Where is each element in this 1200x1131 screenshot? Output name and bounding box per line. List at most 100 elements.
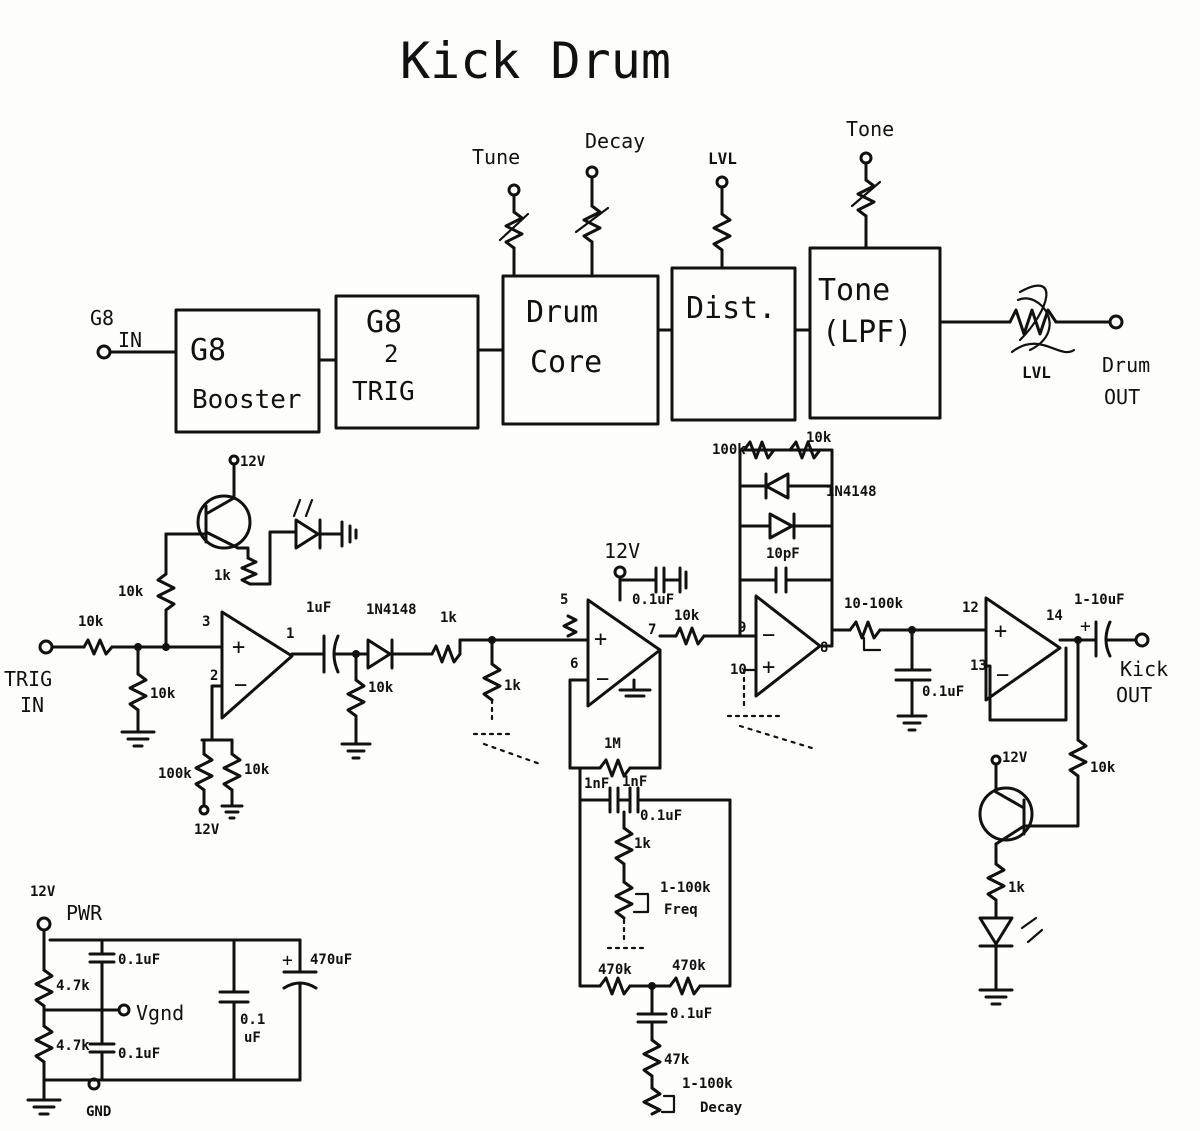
block-tone-line1: Tone <box>818 273 890 308</box>
out-lvl-label: LVL <box>1022 363 1051 382</box>
block-trig-line2: 2 <box>384 340 398 368</box>
knob-decay-label: Decay <box>585 129 645 153</box>
pwr-label: PWR <box>66 901 103 925</box>
trig-in-label-1: TRIG <box>4 667 52 691</box>
pot-freq-label: Freq <box>664 902 698 918</box>
cap-1nf-a-label: 1nF <box>584 776 609 792</box>
pot-decay-val-label: 1-100k <box>682 1076 733 1092</box>
svg-text:+: + <box>994 619 1007 644</box>
svg-text:+: + <box>1080 616 1091 637</box>
trigger-stage: TRIG IN 10k 10k 10k 12V 1k <box>4 454 590 838</box>
knob-lvl-label: LVL <box>708 149 737 168</box>
knob-tune-label: Tune <box>472 145 520 169</box>
svg-text:+: + <box>282 950 293 971</box>
pin5-label: 5 <box>560 592 568 608</box>
svg-text:+: + <box>762 655 775 680</box>
r10k-out-label: 10k <box>674 608 700 624</box>
pin14-label: 14 <box>1046 608 1063 624</box>
trig-in-jack <box>38 639 54 655</box>
cap-mid-label: 0.1uF <box>632 592 674 608</box>
pot-freq-val-label: 1-100k <box>660 880 711 896</box>
drum-out-jack <box>1108 314 1124 330</box>
block-g8-2-trig <box>334 294 480 430</box>
r1k-right-label: 1k <box>1008 880 1025 896</box>
svg-text:−: − <box>596 667 609 692</box>
knob-tone-label: Tone <box>846 117 894 141</box>
pin13-label: 13 <box>970 658 987 674</box>
block-booster-line2: Booster <box>192 385 302 415</box>
drum-out-label-2: OUT <box>1104 385 1140 409</box>
block-tone-lpf <box>808 246 942 420</box>
pwr-cap-big-label: 470uF <box>310 952 352 968</box>
svg-text:+: + <box>594 627 607 652</box>
r1k-led-label: 1k <box>214 568 231 584</box>
r10k-base-label: 10k <box>118 584 144 600</box>
v12-mid-label: 12V <box>604 539 640 563</box>
r10k-bleed-label: 10k <box>368 680 394 696</box>
r10k-right-label: 10k <box>1090 760 1116 776</box>
r100k-div-label: 100k <box>158 766 192 782</box>
r470k-a-label: 470k <box>598 962 632 978</box>
opamp-1 <box>220 610 294 720</box>
kick-out-jack <box>1134 632 1150 648</box>
g8-in-label-1: G8 <box>90 306 114 330</box>
pin2-label: 2 <box>210 668 218 684</box>
cap-10pf-label: 10pF <box>766 546 800 562</box>
drum-out-label-1: Drum <box>1102 353 1150 377</box>
pwr-gnd-label: GND <box>86 1104 111 1120</box>
pwr-12v-label: 12V <box>30 884 56 900</box>
pwr-r47k-b-label: 4.7k <box>56 1038 90 1054</box>
cap-01-tone-label: 0.1uF <box>922 684 964 700</box>
block-dist-line1: Dist. <box>686 291 776 326</box>
out-level-pot-scribble <box>1010 284 1076 354</box>
kick-out-label-1: Kick <box>1120 657 1168 681</box>
svg-text:−: − <box>762 623 775 648</box>
kick-out-label-2: OUT <box>1116 683 1152 707</box>
transistor-top <box>196 494 252 550</box>
cap-1nf-b-label: 1nF <box>622 774 647 790</box>
v12-top-label: 12V <box>240 454 266 470</box>
pin7-label: 7 <box>648 622 656 638</box>
block-tone-line2: (LPF) <box>822 315 912 350</box>
g8-in-label-2: IN <box>118 328 142 352</box>
pwr-cap-c-label: 0.1uF <box>118 1046 160 1062</box>
block-drum-core <box>501 274 660 426</box>
r1m-label: 1M <box>604 736 621 752</box>
dist-stage: − + 9 10 8 100k 10k 1N4148 10pF 10-100k <box>712 430 988 750</box>
block-trig-line3: TRIG <box>352 377 415 407</box>
block-g8-booster <box>174 308 321 434</box>
block-trig-line1: G8 <box>366 305 402 340</box>
power-supply: 12V PWR 0.1uF 4.7k Vgnd 4.7k 0.1uF GND <box>26 884 352 1120</box>
opamp-2 <box>586 598 662 708</box>
pin1-label: 1 <box>286 626 294 642</box>
pwr-cap-a-label: 0.1uF <box>118 952 160 968</box>
pwr-r47k-a-label: 4.7k <box>56 978 90 994</box>
svg-text:−: − <box>996 663 1009 688</box>
pot-decay-label: Decay <box>700 1100 743 1116</box>
r10k-top-label: 10k <box>806 430 832 446</box>
r470k-b-label: 470k <box>672 958 706 974</box>
pin9-label: 9 <box>738 620 746 636</box>
block-dist <box>670 266 797 422</box>
r1k-shunt-label: 1k <box>504 678 521 694</box>
pot-tone-val-label: 10-100k <box>844 596 904 612</box>
cap-out-label: 1-10uF <box>1074 592 1125 608</box>
pin12-label: 12 <box>962 600 979 616</box>
diode2-label: 1N4148 <box>826 484 877 500</box>
svg-text:−: − <box>234 673 247 698</box>
transistor-right <box>978 786 1034 842</box>
block-booster-line1: G8 <box>190 333 226 368</box>
r10k-shunt-label: 10k <box>150 686 176 702</box>
r1k-series-label: 1k <box>440 610 457 626</box>
pwr-cap-b-label: 0.1 <box>240 1012 265 1028</box>
pin8-label: 8 <box>820 640 828 656</box>
block-core-line2: Core <box>530 345 602 380</box>
pin3-label: 3 <box>202 614 210 630</box>
cap-01-low-label: 0.1uF <box>670 1006 712 1022</box>
pin10-label: 10 <box>730 662 747 678</box>
svg-text:+: + <box>232 635 245 660</box>
cap-01-fb-label: 0.1uF <box>640 808 682 824</box>
v12-right-label: 12V <box>1002 750 1028 766</box>
